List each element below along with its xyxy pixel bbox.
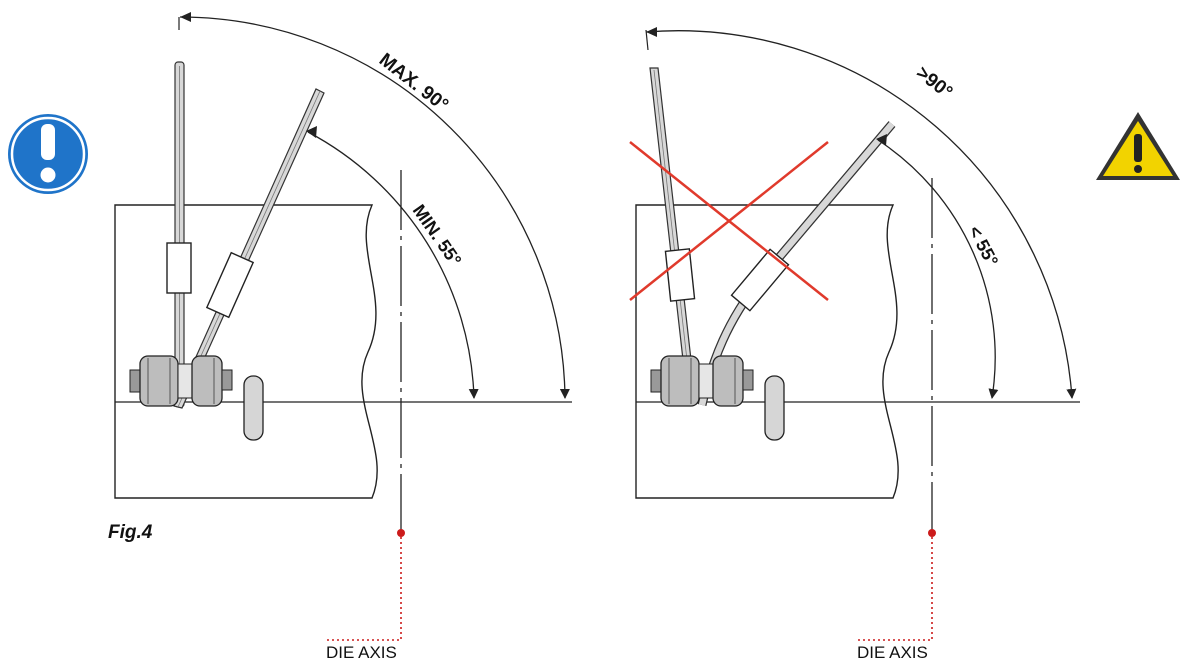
over-max-angle-tick (645, 29, 649, 51)
warning-triangle-icon (1096, 112, 1180, 180)
min-angle-arrowhead-top (306, 126, 317, 138)
roller-block (129, 355, 264, 441)
inclined-rod (173, 88, 325, 409)
exclamation-mandatory-icon (8, 114, 88, 194)
over-max-angle-arc (645, 30, 1077, 399)
die-axis-label-right: DIE AXIS (857, 643, 928, 660)
die-axis-dot (928, 529, 936, 537)
correct-setup-diagram: MAX. 90° MIN. 55° Fig.4 DIE AXIS (108, 12, 572, 660)
incorrect-setup-diagram: >90° < 55° DIE AXIS (629, 27, 1080, 660)
red-cross-line (629, 141, 829, 301)
die-axis-leader (324, 537, 402, 641)
under-min-angle-arc (877, 139, 999, 399)
figure-caption: Fig.4 (108, 522, 153, 543)
over-max-angle-arrowhead-top (646, 27, 657, 37)
die-block-outline (635, 204, 899, 499)
max-angle-arrowhead-top (180, 12, 191, 22)
under-min-angle-arrowhead-top (876, 134, 887, 146)
vertical-rod (166, 61, 192, 408)
min-angle-arc (307, 131, 479, 399)
die-block-outline (114, 204, 378, 499)
roller-block (650, 355, 785, 441)
over-tilted-rod (649, 67, 697, 405)
over-max-angle-label: >90° (912, 62, 956, 103)
die-axis-leader (855, 537, 933, 641)
max-angle-label: MAX. 90° (375, 49, 452, 116)
die-axis-label-left: DIE AXIS (326, 643, 397, 660)
die-axis-dot (397, 529, 405, 537)
max-angle-arc (179, 16, 570, 399)
